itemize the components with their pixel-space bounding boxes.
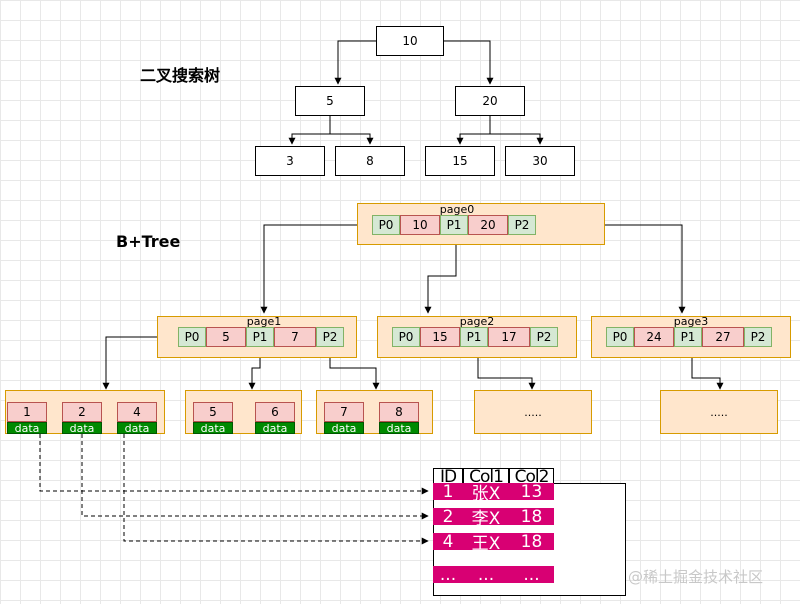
table-cell: 1 — [442, 481, 454, 502]
table-cell: 18 — [520, 531, 543, 552]
bplus-edge — [248, 349, 261, 390]
pointer-cell: P2 — [508, 215, 536, 235]
bst-node: 20 — [455, 86, 525, 116]
key-cell: 24 — [634, 327, 674, 347]
leaf-key: 6 — [255, 402, 295, 422]
key-cell: 17 — [488, 327, 530, 347]
bst-node: 15 — [425, 146, 495, 176]
bst-edge — [490, 133, 544, 145]
table-cell: ... — [439, 564, 457, 585]
bst-title: 二叉搜索树 — [140, 66, 221, 85]
bst-node: 3 — [255, 146, 325, 176]
pointer-cell: P2 — [316, 327, 344, 347]
pointer-cell: P0 — [392, 327, 420, 347]
table-row: 2 李X 18 — [433, 506, 554, 529]
leaf-key: 2 — [62, 402, 102, 422]
table-header: ID — [433, 467, 463, 487]
bplus-edge — [691, 349, 724, 390]
data-pointer — [81, 434, 429, 520]
bplus-leaf-placeholder: ..... — [474, 390, 592, 434]
leaf-key: 4 — [117, 402, 157, 422]
bst-node: 30 — [505, 146, 575, 176]
key-cell: 5 — [206, 327, 246, 347]
pointer-cell: P1 — [674, 327, 702, 347]
page-label: page3 — [673, 315, 709, 328]
table-row: ... ... ... — [433, 564, 554, 585]
table-cell: 2 — [442, 506, 454, 527]
table-cell: ... — [477, 564, 495, 585]
table-header: Col1 — [463, 467, 509, 487]
watermark: @稀土掘金技术社区 — [628, 568, 764, 586]
leaf-key: 1 — [7, 402, 47, 422]
table-row: 4 王X 18 — [433, 531, 554, 554]
bst-edge — [288, 116, 331, 145]
leaf-key: 8 — [379, 402, 419, 422]
leaf-data: data — [379, 422, 419, 435]
pointer-cell: P1 — [440, 215, 468, 235]
key-cell: 27 — [702, 327, 744, 347]
bplus-edge — [260, 224, 372, 314]
bplus-edge — [424, 235, 457, 314]
table-header: Col2 — [509, 467, 554, 487]
pointer-cell: P0 — [606, 327, 634, 347]
bst-edge — [444, 40, 494, 85]
leaf-key: 5 — [193, 402, 233, 422]
leaf-key: 7 — [324, 402, 364, 422]
bst-node: 5 — [295, 86, 365, 116]
leaf-data: data — [7, 422, 47, 435]
table-cell: ... — [523, 564, 540, 585]
leaf-data: data — [324, 422, 364, 435]
pointer-cell: P2 — [744, 327, 772, 347]
pointer-cell: P1 — [246, 327, 274, 347]
leaf-data: data — [117, 422, 157, 435]
data-pointer — [123, 434, 429, 545]
pointer-cell: P2 — [530, 327, 558, 347]
key-cell: 7 — [274, 327, 316, 347]
key-cell: 15 — [420, 327, 460, 347]
pointer-cell: P0 — [178, 327, 206, 347]
table-cell: 张X — [471, 484, 501, 504]
page-label: page2 — [459, 315, 495, 328]
leaf-data: data — [193, 422, 233, 435]
table-cell: 13 — [520, 481, 543, 502]
bst-node: 8 — [335, 146, 405, 176]
table-cell: 李X — [471, 509, 501, 529]
page-label: page1 — [246, 315, 282, 328]
bplus-edge — [477, 349, 536, 390]
page-label: page0 — [439, 203, 475, 216]
bplus-edge — [102, 336, 178, 390]
bst-node-root: 10 — [376, 26, 444, 56]
bst-edge — [334, 40, 376, 85]
pointer-cell: P1 — [460, 327, 488, 347]
bplus-leaf-placeholder: ..... — [660, 390, 778, 434]
table-cell: 4 — [442, 531, 454, 552]
bst-edge — [456, 116, 491, 145]
table-row: 1 张X 13 — [433, 481, 554, 504]
key-cell: 20 — [468, 215, 508, 235]
table-cell: 18 — [520, 506, 543, 527]
bplus-edge — [329, 349, 380, 390]
leaf-data: data — [255, 422, 295, 435]
pointer-cell: P0 — [372, 215, 400, 235]
leaf-data: data — [62, 422, 102, 435]
data-pointer — [39, 434, 429, 495]
bplus-title: B+Tree — [116, 232, 181, 251]
bst-edge — [330, 133, 374, 145]
key-cell: 10 — [400, 215, 440, 235]
table-cell: 王X — [471, 534, 501, 554]
